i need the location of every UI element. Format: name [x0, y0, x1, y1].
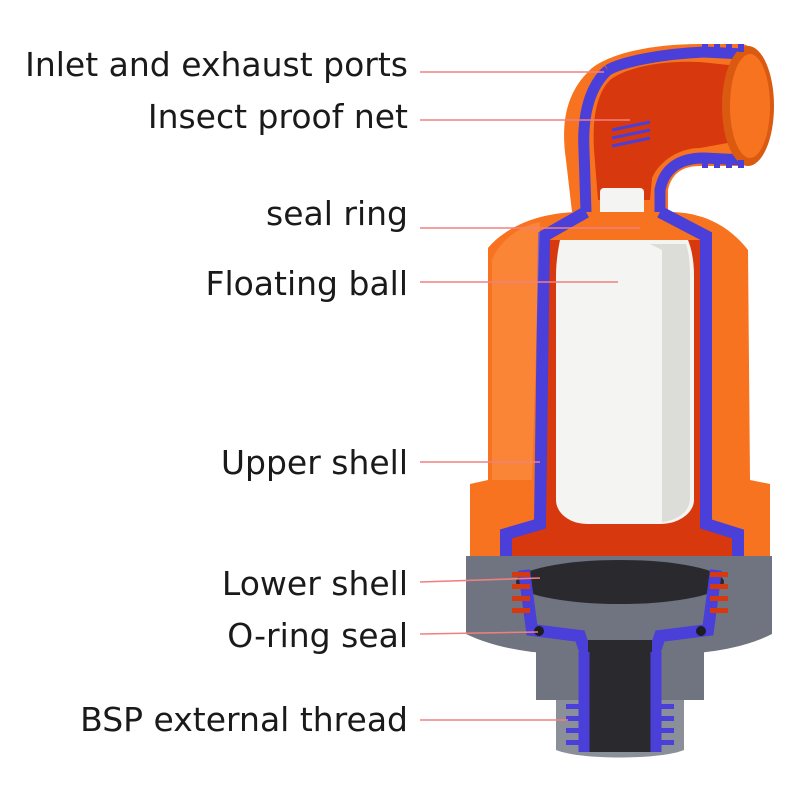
bsp-thread-teeth: [566, 704, 674, 745]
port-opening: [730, 54, 770, 158]
label-inlet-exhaust-ports: Inlet and exhaust ports: [25, 45, 408, 84]
leader-lower-shell: [419, 577, 541, 583]
leader-o-ring-seal: [419, 631, 539, 635]
elbow-port: [564, 44, 774, 213]
upper-shell-highlight: [492, 222, 540, 480]
label-floating-ball: Floating ball: [205, 264, 408, 303]
label-bsp-external-thread: BSP external thread: [80, 700, 408, 739]
floating-ball-shade: [650, 244, 690, 522]
elbow-section: [605, 46, 745, 75]
lower-shell-thread: [512, 572, 728, 613]
elbow-inner-cavity: [593, 61, 746, 200]
label-lower-shell: Lower shell: [221, 564, 408, 603]
fitting-bore: [588, 640, 652, 752]
label-insect-proof-net: Insect proof net: [147, 97, 408, 136]
o-ring-left: [534, 626, 544, 636]
bsp-fitting: [534, 626, 706, 758]
insect-net-mesh: [611, 120, 651, 148]
label-o-ring-seal: O-ring seal: [227, 616, 408, 655]
upper-shell-section-right: [657, 206, 744, 570]
elbow-section-lower: [654, 152, 745, 212]
lower-shell-cavity: [516, 560, 724, 604]
label-seal-ring: seal ring: [266, 194, 408, 233]
label-upper-shell: Upper shell: [220, 443, 408, 482]
o-ring-right: [696, 626, 706, 636]
port-thread: [702, 44, 744, 168]
elbow-section-inner: [578, 65, 612, 213]
floating-ball-shape: [556, 240, 694, 524]
leader-lines: [419, 71, 640, 721]
